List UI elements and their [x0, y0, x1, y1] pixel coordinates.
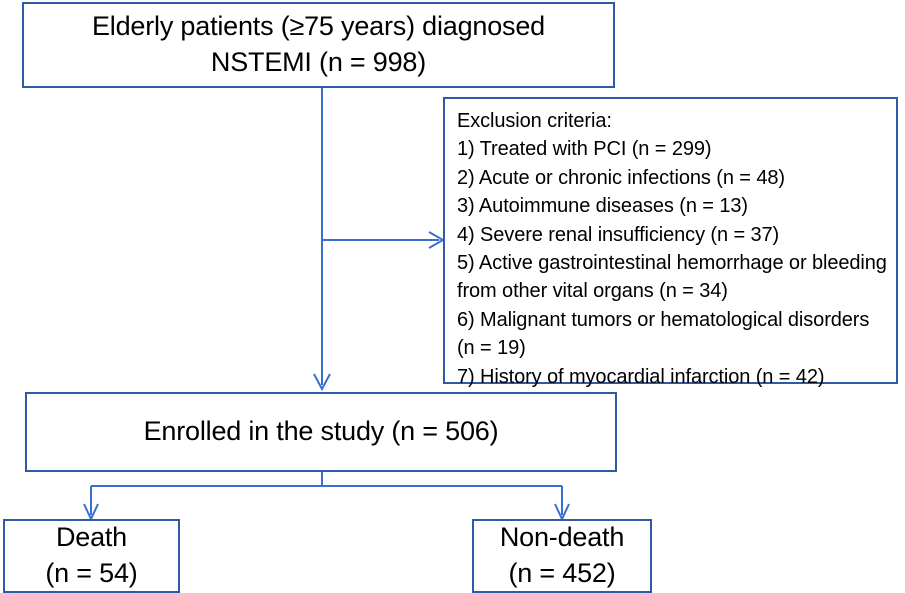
node-exclusion-criteria: Exclusion criteria: 1) Treated with PCI …: [443, 97, 898, 388]
arrowhead-death: [83, 503, 99, 522]
arrowhead-enrolled: [313, 373, 331, 392]
node-enrolled: Enrolled in the study (n = 506): [25, 392, 617, 472]
exclusion-heading: Exclusion criteria:: [457, 110, 612, 132]
node-source-population: Elderly patients (≥75 years) diagnosed N…: [22, 2, 615, 88]
arrowhead-nondeath: [554, 503, 570, 522]
enrolled-text: Enrolled in the study (n = 506): [143, 416, 499, 447]
exclusion-item-4: 4) Severe renal insufficiency (n = 37): [457, 223, 780, 246]
exclusion-item-1: 1) Treated with PCI (n = 299): [457, 138, 712, 161]
source-population-text: Elderly patients (≥75 years) diagnosed N…: [92, 11, 545, 77]
exclusion-criteria-list: Exclusion criteria: 1) Treated with PCI …: [457, 107, 890, 391]
exclusion-item-7: 7) History of myocardial infarction (n =…: [457, 365, 825, 388]
outcome-death-text: Death (n = 54): [45, 522, 138, 588]
exclusion-item-2: 2) Acute or chronic infections (n = 48): [457, 166, 785, 189]
node-outcome-death: Death (n = 54): [3, 519, 180, 593]
exclusion-item-5: 5) Active gastrointestinal hemorrhage or…: [457, 252, 887, 303]
arrowhead-exclusion: [428, 231, 446, 249]
exclusion-item-6: 6) Malignant tumors or hematological dis…: [457, 308, 870, 360]
outcome-nondeath-text: Non-death (n = 452): [499, 522, 625, 588]
node-outcome-nondeath: Non-death (n = 452): [472, 519, 652, 593]
exclusion-item-3: 3) Autoimmune diseases (n = 13): [457, 195, 748, 218]
